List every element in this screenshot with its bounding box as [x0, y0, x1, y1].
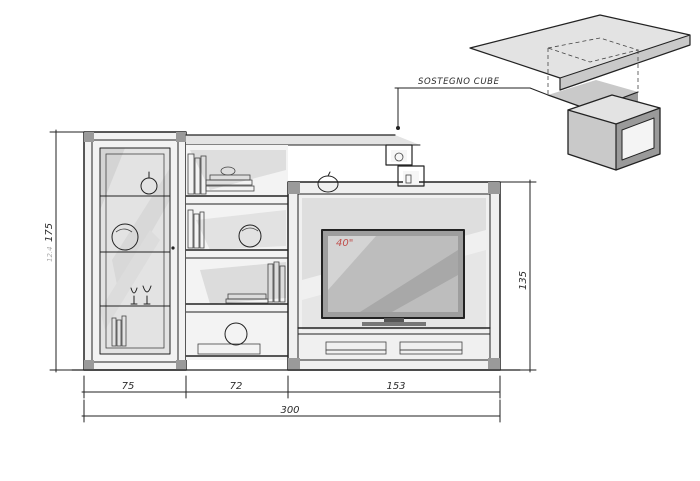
tv-size-label: 40": [336, 238, 353, 249]
height-left-label: 175: [44, 223, 55, 242]
height-right-label: 135: [518, 271, 529, 290]
dimension-segment-1: 75: [122, 381, 135, 392]
top-cubes: [385, 144, 425, 187]
dimension-total: 300: [280, 405, 299, 416]
open-shelf-unit: [185, 134, 421, 360]
callout: SOSTEGNO CUBE: [394, 77, 549, 130]
dimension-segment-2: 72: [230, 381, 243, 392]
callout-label: SOSTEGNO CUBE: [418, 77, 500, 87]
tv-unit: 40": [287, 171, 501, 371]
height-left-faint-label: 12.4: [46, 246, 54, 262]
dimension-lines: [49, 129, 537, 423]
cube-support-detail: [469, 14, 691, 171]
dimension-segment-3: 153: [386, 381, 405, 392]
glass-cabinet: [83, 131, 187, 371]
